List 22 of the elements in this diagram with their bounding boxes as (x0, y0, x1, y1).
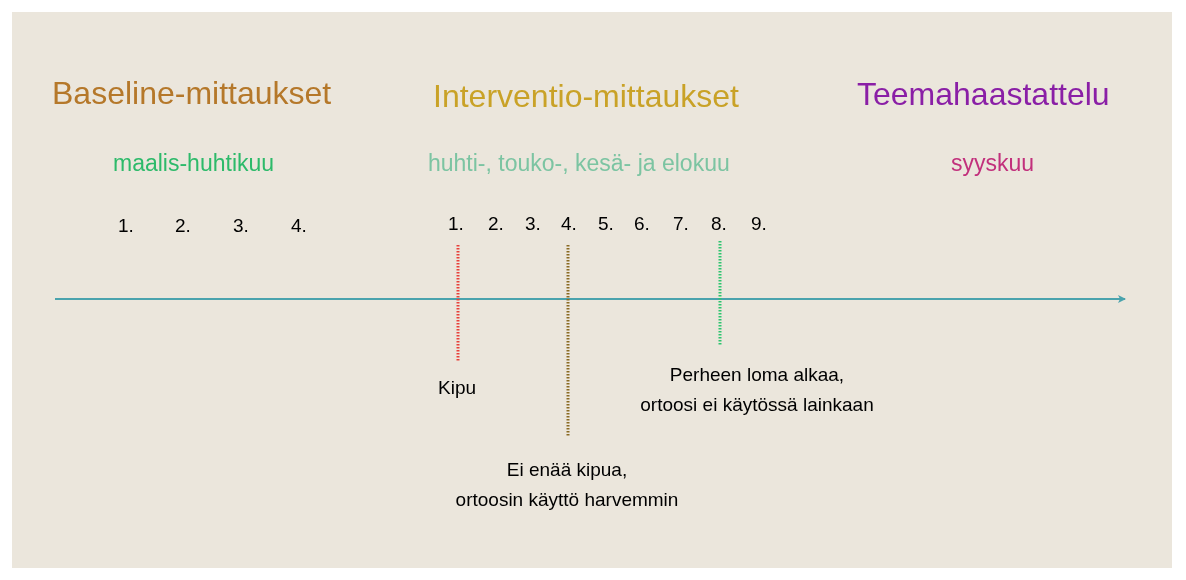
section-heading: Teemahaastattelu (857, 78, 1110, 110)
measurement-number: 7. (673, 214, 689, 233)
period-label: huhti-, touko-, kesä- ja elokuu (428, 152, 730, 175)
section-heading: Baseline-mittaukset (52, 77, 332, 109)
measurement-number: 8. (711, 214, 727, 233)
measurement-number: 5. (598, 214, 614, 233)
measurement-number: 3. (525, 214, 541, 233)
section-heading: Interventio-mittaukset (433, 80, 739, 112)
measurement-number: 4. (291, 216, 307, 235)
measurement-number: 2. (488, 214, 504, 233)
measurement-number: 9. (751, 214, 767, 233)
period-label: syyskuu (951, 152, 1035, 175)
measurement-number: 1. (118, 216, 134, 235)
measurement-number: 4. (561, 214, 577, 233)
event-note: Ei enää kipua, ortoosin käyttö harvemmin (455, 458, 679, 512)
measurement-number: 2. (175, 216, 191, 235)
measurement-number: 3. (233, 216, 249, 235)
measurement-number: 1. (448, 214, 464, 233)
event-note: Kipu (438, 376, 476, 400)
event-note: Perheen loma alkaa, ortoosi ei käytössä lainkaan (640, 363, 874, 417)
period-label: maalis-huhtikuu (113, 152, 275, 175)
measurement-number: 6. (634, 214, 650, 233)
